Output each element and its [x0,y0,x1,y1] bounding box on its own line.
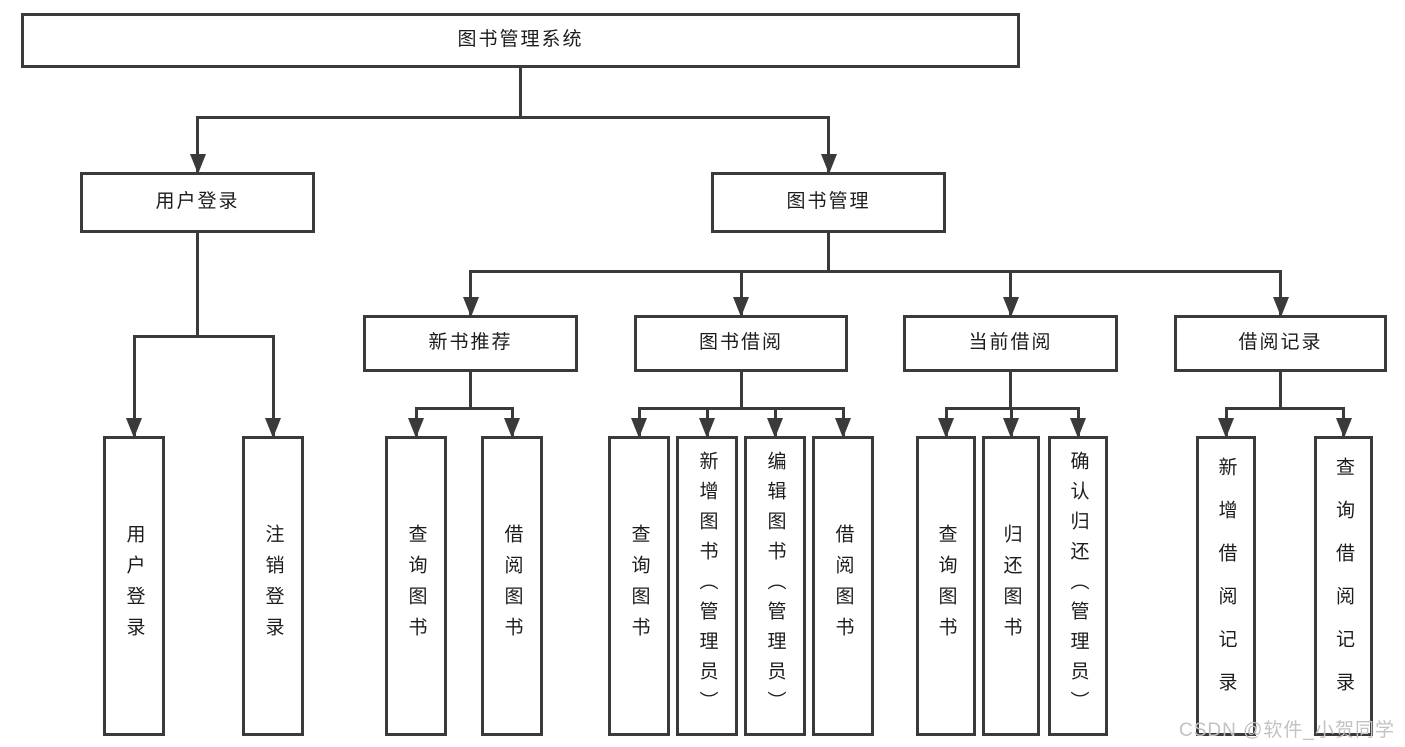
node-bb-add-book: 新增图书（管理员） [676,436,738,736]
connector-line [1224,406,1345,410]
connector-line [196,117,199,172]
node-br-query-record: 查询借阅记录 [1314,436,1373,736]
connector-line [1279,372,1282,408]
arrow-down-icon [408,418,424,438]
node-cb-return-book: 归还图书 [982,436,1040,736]
connector-line [1009,271,1012,315]
node-cb-query-book: 查询图书 [916,436,976,736]
node-label-user-login: 用户登录 [155,191,240,213]
connector-line [827,117,830,172]
node-label-book-management: 图书管理 [786,191,871,213]
node-label-bb-borrow-book: 借阅图书 [832,524,854,648]
connector-line [469,372,472,408]
node-label-root: 图书管理系统 [457,29,584,51]
connector-line [637,406,845,410]
node-label-login: 用户登录 [123,524,145,648]
node-nb-query-book: 查询图书 [385,436,447,736]
node-login: 用户登录 [103,436,165,736]
node-label-cb-query-book: 查询图书 [935,524,957,648]
connector-line [271,336,275,436]
arrow-down-icon [1003,418,1019,438]
connector-line [469,271,472,315]
node-nb-borrow-book: 借阅图书 [481,436,543,736]
connector-line [132,334,275,338]
node-label-br-add-record: 新增借阅记录 [1215,457,1237,715]
connector-line [739,271,743,315]
node-label-nb-borrow-book: 借阅图书 [501,524,523,648]
arrow-down-icon [189,154,206,174]
node-label-bb-add-book: 新增图书（管理员） [696,451,718,721]
arrow-down-icon [126,418,142,438]
arrow-down-icon [265,418,281,438]
node-borrow-records: 借阅记录 [1174,315,1387,372]
arrow-down-icon [1070,418,1086,438]
connector-line [469,269,1282,273]
arrow-down-icon [1335,418,1352,438]
node-bb-query-book: 查询图书 [608,436,670,736]
node-new-book-recommend: 新书推荐 [363,315,578,372]
node-label-cb-return-book: 归还图书 [1000,524,1022,648]
connector-line [739,372,743,408]
node-user-login: 用户登录 [80,172,315,233]
node-bb-borrow-book: 借阅图书 [812,436,874,736]
arrow-down-icon [733,297,749,317]
node-label-nb-query-book: 查询图书 [405,524,427,648]
node-label-br-query-record: 查询借阅记录 [1333,457,1354,715]
arrow-down-icon [462,297,479,317]
connector-line [1279,271,1282,315]
connector-line [414,406,514,410]
node-label-book-borrow: 图书借阅 [698,332,783,354]
node-label-new-book-recommend: 新书推荐 [428,332,513,354]
arrow-down-icon [1218,418,1234,438]
node-logout: 注销登录 [242,436,304,736]
arrow-down-icon [1272,297,1289,317]
node-current-borrow: 当前借阅 [903,315,1118,372]
node-cb-confirm-return: 确认归还（管理员） [1048,436,1108,736]
connector-line [519,68,522,117]
node-book-borrow: 图书借阅 [634,315,848,372]
arrow-down-icon [699,418,715,438]
node-label-bb-query-book: 查询图书 [628,524,650,648]
node-label-borrow-records: 借阅记录 [1238,332,1323,354]
connector-line [196,233,199,336]
arrow-down-icon [504,418,520,438]
arrow-down-icon [1002,297,1019,317]
node-label-logout: 注销登录 [262,524,284,648]
connector-line [827,233,830,271]
arrow-down-icon [835,418,851,438]
node-br-add-record: 新增借阅记录 [1196,436,1256,736]
connector-line [132,336,136,436]
node-root: 图书管理系统 [21,13,1020,68]
node-book-management: 图书管理 [711,172,946,233]
arrow-down-icon [820,154,837,174]
connector-line [196,115,830,119]
node-label-cb-confirm-return: 确认归还（管理员） [1067,451,1089,721]
node-label-bb-edit-book: 编辑图书（管理员） [764,451,786,721]
arrow-down-icon [631,418,647,438]
node-label-current-borrow: 当前借阅 [968,332,1053,354]
watermark: CSDN @软件_小贺同学 [1179,720,1395,741]
arrow-down-icon [938,418,954,438]
connector-line [1009,372,1012,408]
arrow-down-icon [767,418,783,438]
node-bb-edit-book: 编辑图书（管理员） [744,436,806,736]
